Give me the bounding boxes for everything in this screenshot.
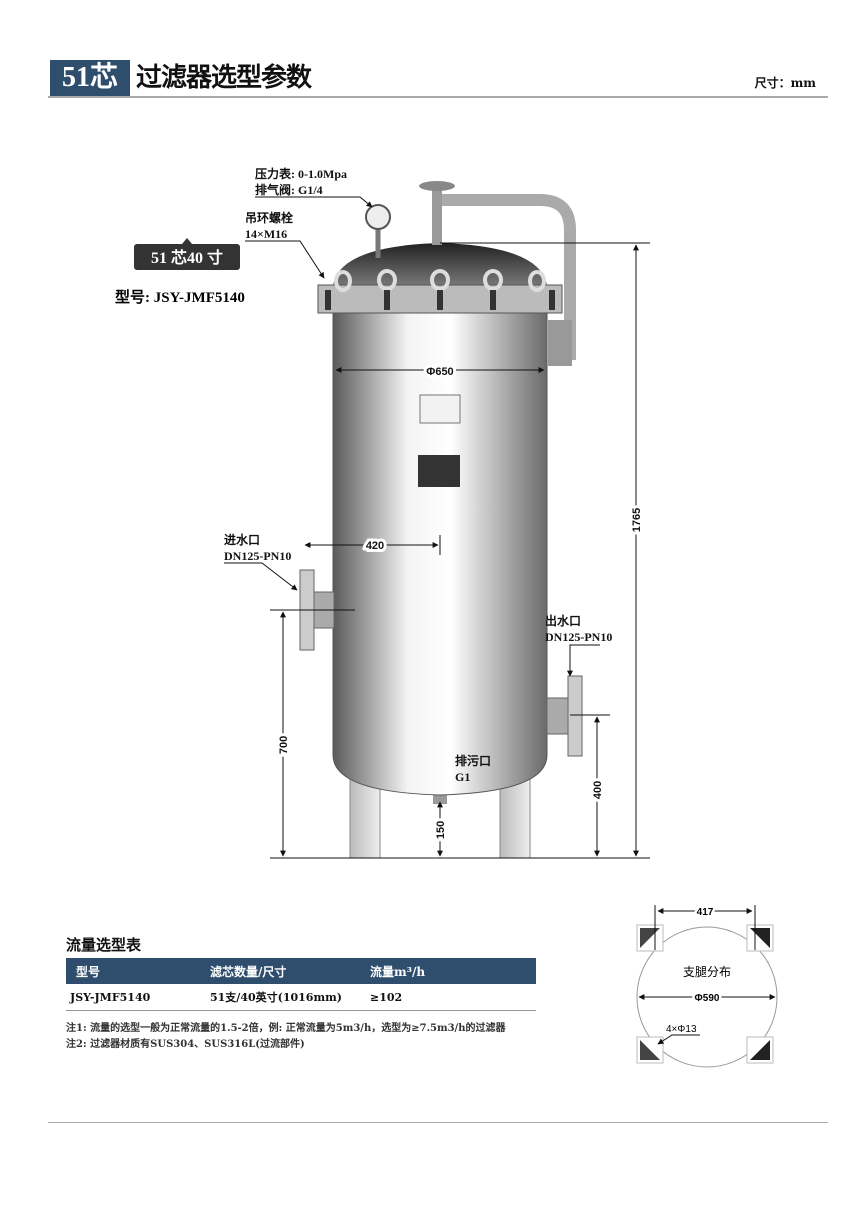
- footer-divider: [48, 1122, 828, 1123]
- vent-label: 排气阀: G1/4: [255, 182, 323, 197]
- leg-title: 支腿分布: [683, 965, 731, 979]
- flange-bolts: [325, 290, 555, 310]
- cell-cartridge: 51支/40英寸(1016mm): [200, 984, 360, 1011]
- inlet-label: 进水口: [224, 532, 260, 547]
- drain-label: 排污口: [455, 753, 491, 768]
- outlet-flange: [567, 675, 583, 757]
- outlet-spec: DN125-PN10: [545, 630, 612, 644]
- flow-table: 型号 滤芯数量/尺寸 流量m³/h JSY-JMF5140 51支/40英寸(1…: [66, 958, 536, 1011]
- col-cartridge: 滤芯数量/尺寸: [200, 958, 360, 984]
- info-plate: [419, 394, 461, 424]
- header-divider: [48, 96, 828, 98]
- note-2: 注2: 过滤器材质有SUS304、SUS316L(过流部件): [66, 1039, 305, 1050]
- dim-drain-height: 150: [435, 821, 447, 839]
- model-label: 型号: JSY-JMF5140: [115, 288, 245, 306]
- page-title: 过滤器选型参数: [136, 63, 312, 93]
- model-badge: [134, 244, 240, 270]
- eyebolt-spec: 14×M16: [245, 227, 287, 241]
- table-title: 流量选型表: [66, 936, 142, 954]
- leg-layout-diagram: 417 Φ590 4×Φ13 支腿分布: [636, 905, 778, 1068]
- leg-holes: 4×Φ13: [666, 1024, 697, 1035]
- unit-label: 尺寸：mm: [754, 76, 816, 90]
- dim-inlet-offset: 420: [366, 540, 384, 552]
- col-model: 型号: [66, 958, 200, 984]
- eyebolts: [334, 269, 546, 292]
- dim-diameter: Φ650: [426, 366, 453, 378]
- inlet-spec: DN125-PN10: [224, 549, 291, 563]
- eyebolt-label: 吊环螺栓: [245, 210, 293, 225]
- handwheel-icon: [419, 181, 455, 191]
- table-header-row: 型号 滤芯数量/尺寸 流量m³/h: [66, 958, 536, 984]
- dim-outlet-height: 400: [592, 781, 604, 799]
- pressure-gauge-icon: [365, 204, 391, 230]
- dim-inlet-height: 700: [278, 736, 290, 754]
- top-pipe: [442, 194, 576, 360]
- table-row: JSY-JMF5140 51支/40英寸(1016mm) ≥102: [66, 984, 536, 1011]
- gauge-label: 压力表: 0-1.0Mpa: [255, 166, 347, 181]
- cell-model: JSY-JMF5140: [66, 984, 200, 1011]
- dim-height: 1765: [631, 508, 643, 532]
- cell-flow: ≥102: [360, 984, 536, 1011]
- name-plate: [418, 455, 460, 487]
- vessel-dome: [333, 243, 547, 285]
- note-1: 注1: 流量的选型一般为正常流量的1.5-2倍，例: 正常流量为5m3/h，选型…: [66, 1023, 506, 1034]
- leg-spacing: 417: [697, 907, 714, 918]
- drain-spec: G1: [455, 770, 470, 784]
- leg-circle: Φ590: [695, 993, 720, 1004]
- header-badge: 51芯: [50, 60, 130, 96]
- outlet-pipe: [546, 697, 572, 735]
- col-flow: 流量m³/h: [360, 958, 536, 984]
- model-badge-text: 51 芯40 寸: [151, 248, 223, 267]
- outlet-label: 出水口: [545, 613, 581, 628]
